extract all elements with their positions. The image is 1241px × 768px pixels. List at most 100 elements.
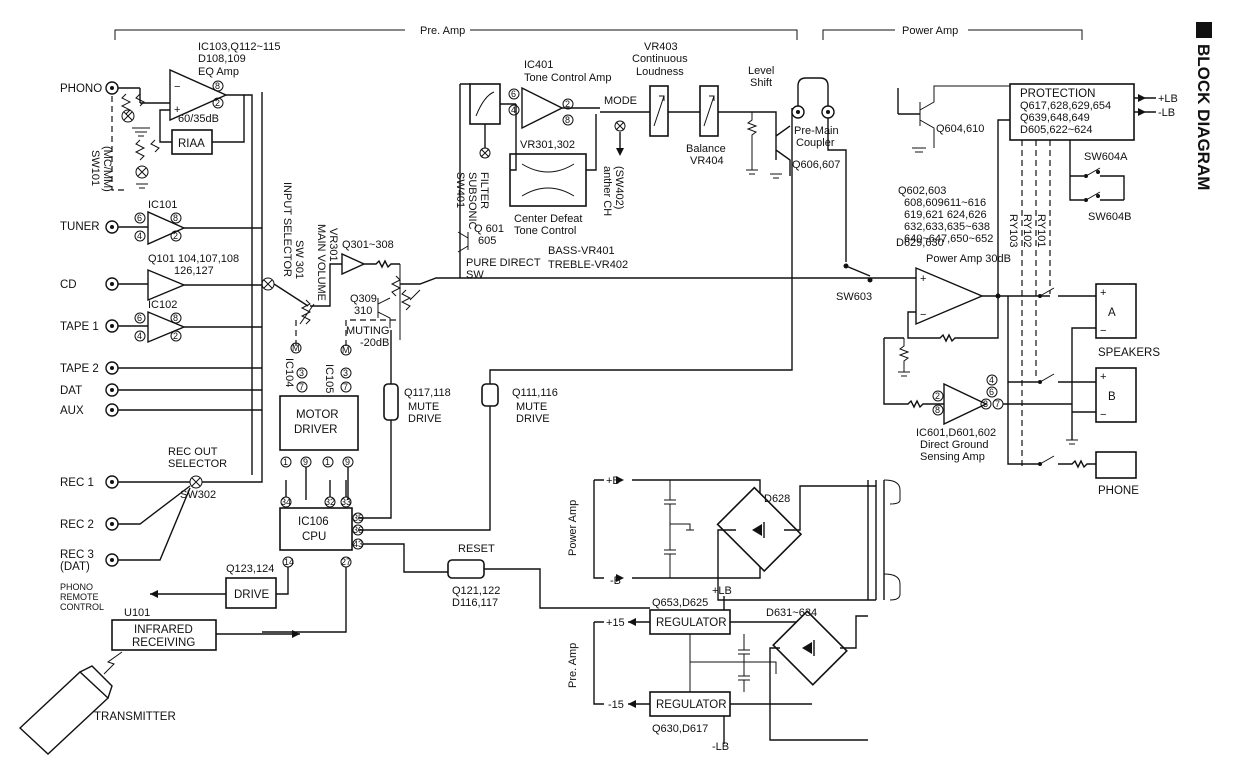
poweramp-q-e: 640~647,650~652 [904,233,993,245]
motor-driver-label-a: MOTOR [296,409,339,421]
input-label-tape2: TAPE 2 [60,363,99,375]
mute-drive-117-a: MUTE [408,401,439,413]
svg-text:2: 2 [173,331,178,341]
poweramp-q-b: 608,609611~616 [904,197,986,209]
bass-label: BASS-VR401 [548,245,615,257]
mute-drive-117-box [383,383,399,421]
q601-label: Q 601 [474,223,504,235]
cpu-block: 34 32 33 IC106 CPU 35 36 43 14 27 [262,480,448,633]
speaker-outputs: + − A SPEAKERS + − B PHONE [1007,283,1160,497]
svg-text:4: 4 [137,231,142,241]
tone-amp-triangle [521,86,564,130]
infrared-label-b: RECEIVING [132,637,195,649]
main-volume-label: MAIN VOLUME [315,224,327,301]
reset-label: RESET [458,543,495,555]
rec-out-label-b: SELECTOR [168,458,227,470]
svg-text:2: 2 [173,231,178,241]
svg-text:9: 9 [303,457,308,467]
svg-text:−: − [174,81,180,93]
reset-q-label: Q121,122 [452,585,500,597]
q630-label: Q630,D617 [652,723,708,735]
muting-db-label: -20dB [360,337,389,349]
pure-direct-sw-label: SW [466,269,484,281]
q601-label-b: 605 [478,235,496,247]
regulator-plus-label: REGULATOR [656,617,727,629]
tone-network-box [509,153,587,207]
mute-drive-117-q: Q117,118 [404,387,451,399]
poweramp-section-bracket: Power Amp [822,25,1083,40]
tone-control-amp-label: Tone Control Amp [524,72,611,84]
input-label-tuner: TUNER [60,221,100,233]
ic105-label: IC105 [323,364,335,393]
infrared-label-a: INFRARED [134,624,193,636]
subsonic-filter: SW401 SUBSONIC FILTER Q 601 605 PURE DIR… [454,83,541,281]
continuous-label: Continuous [632,53,688,65]
loudness-label: Loudness [636,66,684,78]
svg-text:14: 14 [284,557,294,567]
psu-plus-lb-label: +LB [712,585,732,597]
drive-block: Q123,124 DRIVE [150,563,277,609]
poweramp-q-d: 632,633,635~638 [904,221,990,233]
mute-drives: Q117,118 MUTE DRIVE Q111,116 MUTE DRIVE [358,108,793,531]
svg-text:M: M [292,343,300,353]
sw402-label: (SW402) [613,166,625,209]
svg-text:M: M [342,345,350,355]
input-selector-volume: INPUT SELECTOR SW 301 MAIN VOLUME VR301 … [261,182,470,356]
vr403-label: VR403 [644,41,678,53]
protection-box [1009,83,1135,141]
vr404-label: VR404 [690,155,724,167]
svg-text:8: 8 [215,81,220,91]
output-label-rec2: REC 2 [60,519,94,531]
sensing-amp-label: Sensing Amp [920,451,985,463]
infrared-box [111,619,217,651]
cpu-ic-label: IC106 [298,516,329,528]
q606-label: Q606,607 [792,159,840,171]
reset-d-label: D116,117 [452,597,498,609]
vr301-302-label: VR301,302 [520,139,575,151]
q604-label: Q604,610 [936,123,984,135]
q101-label: Q101 104,107,108 [148,253,239,265]
sw604b-label: SW604B [1088,211,1131,223]
svg-text:3: 3 [343,368,348,378]
svg-text:9: 9 [345,457,350,467]
drive-box [225,577,277,609]
drive-q-label: Q123,124 [226,563,274,575]
svg-text:1: 1 [283,457,288,467]
filter-label: FILTER [478,172,490,209]
page-title: BLOCK DIAGRAM [1194,44,1213,190]
output-label-rec3: REC 3 [60,549,94,561]
psu-minus-b-label: -B [610,575,621,587]
pure-direct-label: PURE DIRECT [466,257,541,269]
svg-text:8: 8 [173,313,178,323]
transformer-core [867,480,885,600]
poweramp-d-label: D629,630 [896,237,944,249]
center-defeat-label-b: Tone Control [514,225,576,237]
mute-drive-111-b: DRIVE [516,413,550,425]
eq-gain-label: 60/35dB [178,113,219,125]
svg-text:7: 7 [995,399,1000,409]
coupler-label: Coupler [796,137,835,149]
psu-minus-lb-label: -LB [712,741,729,753]
sw604a-label: SW604A [1084,151,1128,163]
output-label-rec3-dat: (DAT) [60,561,90,573]
speaker-b-label: B [1108,391,1116,403]
riaa-label: RIAA [178,138,205,150]
speakers-label: SPEAKERS [1098,347,1160,359]
speaker-a-box [1095,283,1137,339]
svg-text:2: 2 [215,98,220,108]
svg-text:8: 8 [935,405,940,415]
riaa-box [171,129,213,155]
ic104-label: IC104 [283,358,295,387]
svg-text:2: 2 [565,99,570,109]
direct-ground-label: Direct Ground [920,439,988,451]
plus15-label: +15 [606,617,625,629]
lb-plus-label: +LB [1158,93,1178,105]
coupler-jumper-icon [797,77,829,106]
sw101-label: SW101 [89,150,101,186]
phone-label: PHONE [1098,485,1139,497]
ic601-label: IC601,D601,602 [916,427,996,439]
ic101-label: IC101 [148,199,177,211]
rec-out-label-a: REC OUT [168,446,218,458]
balance-label: Balance [686,143,726,155]
power-amp-psu-label: Power Amp [567,500,579,556]
